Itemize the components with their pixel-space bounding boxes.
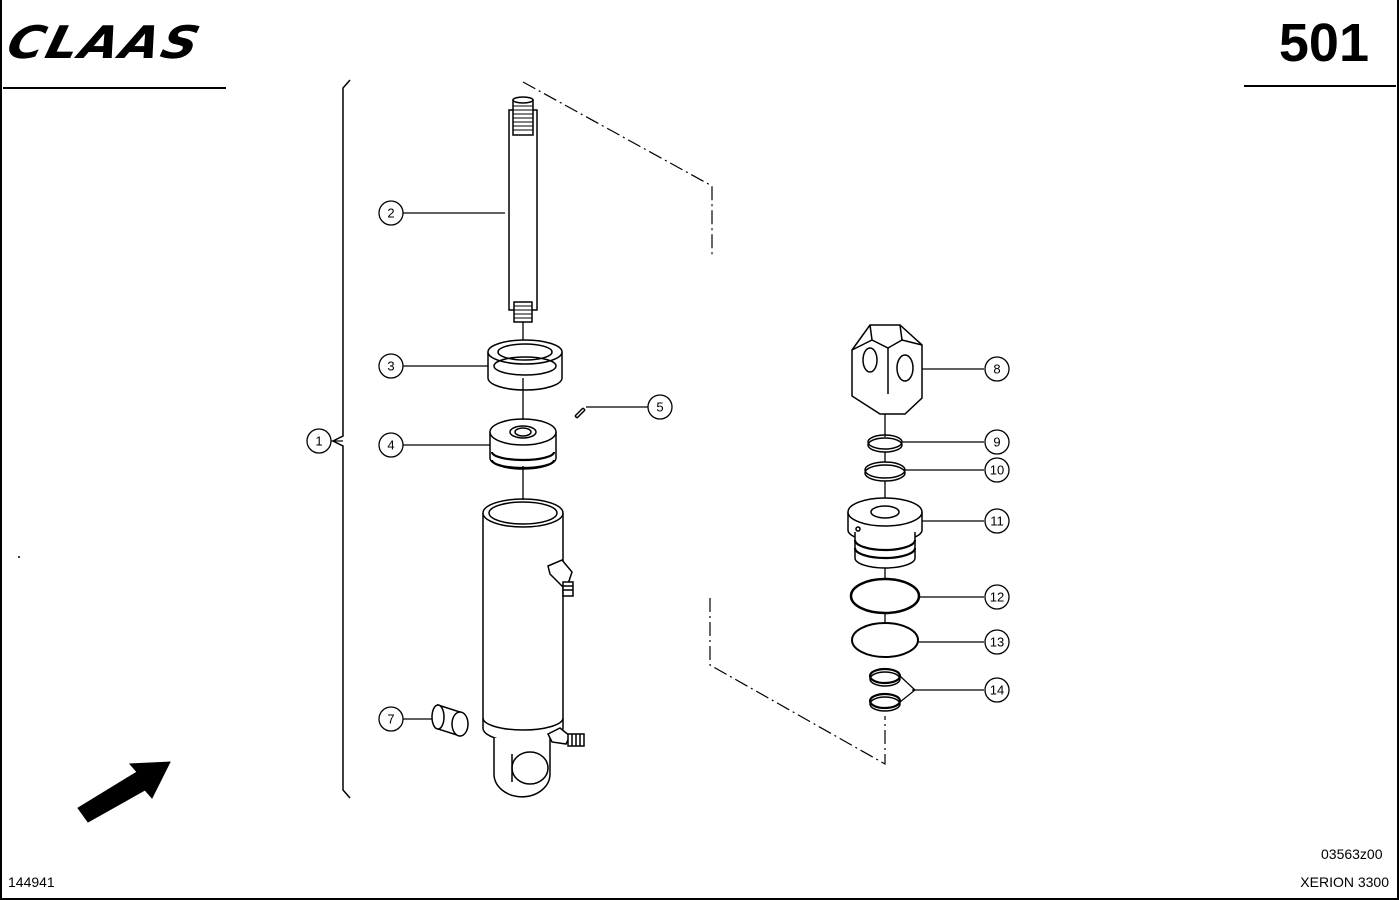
piston-part bbox=[489, 418, 557, 470]
seal-pair-part bbox=[868, 667, 902, 712]
model-name: XERION 3300 bbox=[1300, 874, 1389, 890]
drawing-number: 03563z00 bbox=[1321, 846, 1383, 862]
callout-label-3: 3 bbox=[387, 359, 394, 374]
ring-9-part bbox=[867, 434, 903, 453]
callout-label-2: 2 bbox=[387, 206, 394, 221]
callout-circle-8 bbox=[984, 356, 1010, 382]
piston-rod-part bbox=[508, 96, 538, 323]
header-rule-left bbox=[3, 87, 226, 89]
callout-label-14: 14 bbox=[990, 683, 1004, 698]
callout-label-4: 4 bbox=[387, 438, 394, 453]
callout-circle-4 bbox=[378, 432, 404, 458]
callout-circle-1 bbox=[306, 428, 332, 454]
cylinder-tube-part bbox=[482, 498, 585, 798]
sheet-id: 144941 bbox=[8, 874, 55, 890]
callout-label-1: 1 bbox=[315, 434, 322, 449]
direction-arrow-icon bbox=[77, 761, 171, 823]
set-screw-part bbox=[574, 407, 586, 419]
callout-circle-11 bbox=[984, 508, 1010, 534]
assembly-line-top bbox=[522, 81, 713, 255]
stray-dot bbox=[18, 556, 20, 558]
callout-circle-13 bbox=[984, 629, 1010, 655]
assembly-line-bottom bbox=[709, 598, 886, 766]
callout-circle-5 bbox=[647, 394, 673, 420]
callout-label-5: 5 bbox=[656, 400, 663, 415]
assembly-bracket bbox=[331, 79, 351, 799]
callout-circle-10 bbox=[984, 457, 1010, 483]
callout-label-11: 11 bbox=[990, 514, 1004, 529]
cylinder-head-part bbox=[847, 497, 923, 569]
callout-circle-9 bbox=[984, 429, 1010, 455]
leader-14 bbox=[899, 675, 984, 703]
callout-label-12: 12 bbox=[990, 590, 1004, 605]
callout-label-9: 9 bbox=[993, 435, 1000, 450]
callout-circle-3 bbox=[378, 353, 404, 379]
o-ring-13-part bbox=[851, 622, 919, 658]
ring-10-part bbox=[864, 461, 906, 482]
bushing-part bbox=[431, 703, 469, 738]
page-number: 501 bbox=[1278, 13, 1369, 73]
callout-label-8: 8 bbox=[993, 362, 1000, 377]
header-rule-right bbox=[1244, 85, 1396, 87]
o-ring-12-part bbox=[849, 577, 921, 615]
callout-circle-12 bbox=[984, 584, 1010, 610]
guide-ring-part bbox=[487, 339, 563, 391]
callout-label-7: 7 bbox=[387, 712, 394, 727]
callout-label-10: 10 bbox=[990, 463, 1004, 478]
callout-circle-7 bbox=[378, 706, 404, 732]
clevis-part bbox=[851, 324, 923, 415]
callout-circle-14 bbox=[984, 677, 1010, 703]
callout-label-13: 13 bbox=[990, 635, 1004, 650]
callout-circle-2 bbox=[378, 200, 404, 226]
